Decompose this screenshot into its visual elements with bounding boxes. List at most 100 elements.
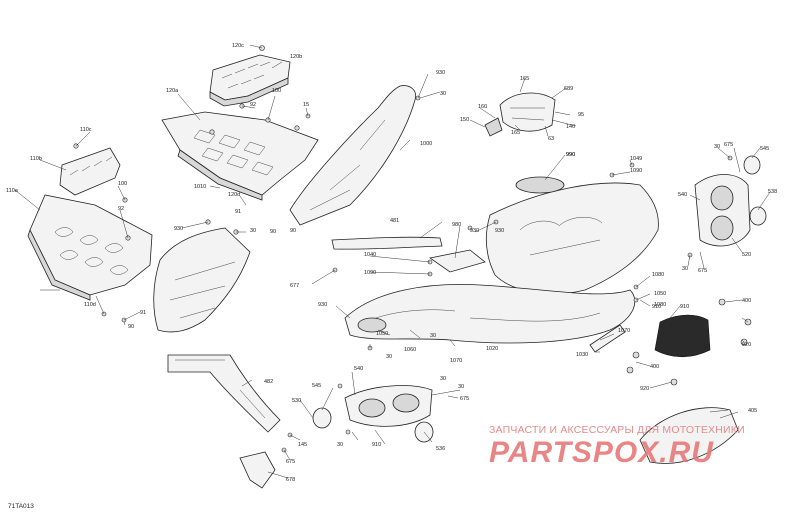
- callout-label: 100: [118, 181, 127, 187]
- callout-label: 930: [495, 228, 504, 234]
- callout-label: 30: [682, 266, 688, 272]
- callout-label: 92: [250, 102, 256, 108]
- callout-label: 910: [680, 304, 689, 310]
- callout-label: 120c: [232, 43, 244, 49]
- callout-label: 30: [440, 376, 446, 382]
- callout-label: 540: [678, 192, 687, 198]
- callout-label: 120a: [166, 88, 179, 94]
- callout-label: 30: [386, 354, 392, 360]
- callout-label: 91: [140, 310, 146, 316]
- trim-strip-481: [331, 236, 443, 250]
- callout-label: 920: [742, 342, 751, 348]
- callout-label: 930: [470, 228, 479, 234]
- callout-label: 91: [235, 209, 241, 215]
- callout-label: 678: [286, 477, 295, 483]
- callout-label: 110a: [6, 188, 19, 194]
- callout-label: 1010: [194, 184, 206, 190]
- callout-label: 100: [272, 88, 281, 94]
- callout-label: 910: [652, 304, 661, 310]
- callout-label: 675: [460, 396, 469, 402]
- callout-label: 677: [290, 283, 299, 289]
- callout-label: 90: [270, 229, 276, 235]
- callout-label: 90: [128, 324, 134, 330]
- footrest-plate-120: [161, 111, 319, 201]
- callout-label: 30: [458, 384, 464, 390]
- duct-482: [167, 354, 281, 433]
- callout-label: 1050: [654, 291, 666, 297]
- callout-label: 120b: [290, 54, 302, 60]
- footrest-plate-110: [27, 194, 153, 301]
- callout-label: 405: [748, 408, 757, 414]
- switch-150: [484, 117, 503, 137]
- callout-label: 1080: [654, 302, 666, 308]
- figure-id: 71TA013: [8, 503, 34, 510]
- watermark-tagline: ЗАПЧАСТИ И АКСЕССУАРЫ ДЛЯ МОТОТЕХНИКИ: [489, 424, 745, 436]
- lens-545-right: [743, 155, 761, 175]
- callout-label: 482: [264, 379, 273, 385]
- bracket-689: [499, 92, 556, 132]
- callout-label: 30: [714, 144, 720, 150]
- callout-label: 92: [118, 206, 124, 212]
- callout-label: 160: [478, 104, 487, 110]
- footpeg-110b: [59, 147, 121, 196]
- side-panel-990-left: [153, 227, 251, 333]
- callout-label: 1020: [486, 346, 498, 352]
- front-fascia-990: [485, 176, 659, 295]
- callout-label: 110d: [84, 302, 96, 308]
- front-bumper: [344, 284, 636, 344]
- bracket-1030: [589, 324, 626, 353]
- callout-label: 145: [298, 442, 307, 448]
- fasteners: [73, 45, 752, 453]
- callout-label: 980: [452, 222, 461, 228]
- callout-label: 990: [566, 152, 575, 158]
- callout-label: 110c: [80, 127, 92, 133]
- skid-405: [639, 407, 739, 464]
- mat-910: [654, 314, 711, 358]
- callout-label: 481: [390, 218, 399, 224]
- callout-label: 536: [436, 446, 445, 452]
- footpeg-bracket-120b: [209, 54, 291, 107]
- callout-label: 63: [548, 136, 554, 142]
- callout-label: 400: [742, 298, 751, 304]
- callout-label: 30: [337, 442, 343, 448]
- callout-label: 930: [436, 70, 445, 76]
- callout-label: 165: [511, 130, 520, 136]
- callout-label: 1090: [630, 168, 642, 174]
- callout-label: 1040: [364, 252, 376, 258]
- callout-label: 1080: [652, 272, 664, 278]
- lens-530-left: [312, 407, 332, 429]
- headlight-housing-left-910: [344, 385, 433, 427]
- callout-label: 545: [312, 383, 321, 389]
- callout-label: 1049: [630, 156, 642, 162]
- callout-label: 1060: [404, 347, 416, 353]
- callout-label: 540: [354, 366, 363, 372]
- callout-label: 675: [724, 142, 733, 148]
- lens-538-right: [749, 206, 767, 226]
- callout-label: 120d: [228, 192, 240, 198]
- callout-labels: 120c 120b 120a 92 100 15 110c 110b 110a …: [6, 43, 777, 483]
- callout-label: 1070: [618, 328, 630, 334]
- callout-label: 530: [292, 398, 301, 404]
- watermark-logo: PARTSPOX.RU: [489, 436, 714, 469]
- callout-label: 930: [318, 302, 327, 308]
- callout-label: 95: [578, 112, 584, 118]
- callout-label: 990: [566, 152, 575, 158]
- callout-label: 110b: [30, 156, 42, 162]
- callout-label: 30: [440, 91, 446, 97]
- callout-label: 150: [460, 117, 469, 123]
- panel-678: [239, 451, 276, 489]
- callout-label: 165: [520, 76, 529, 82]
- callout-label: 140: [566, 124, 575, 130]
- callout-label: 1030: [576, 352, 588, 358]
- callout-label: 520: [742, 252, 751, 258]
- callout-label: 1050: [376, 331, 388, 337]
- callout-label: 30: [250, 228, 256, 234]
- callout-label: 930: [174, 226, 183, 232]
- console-1000: [289, 85, 417, 226]
- callout-label: 400: [650, 364, 659, 370]
- callout-label: 1070: [450, 358, 462, 364]
- callout-label: 15: [303, 102, 309, 108]
- callout-label: 675: [286, 459, 295, 465]
